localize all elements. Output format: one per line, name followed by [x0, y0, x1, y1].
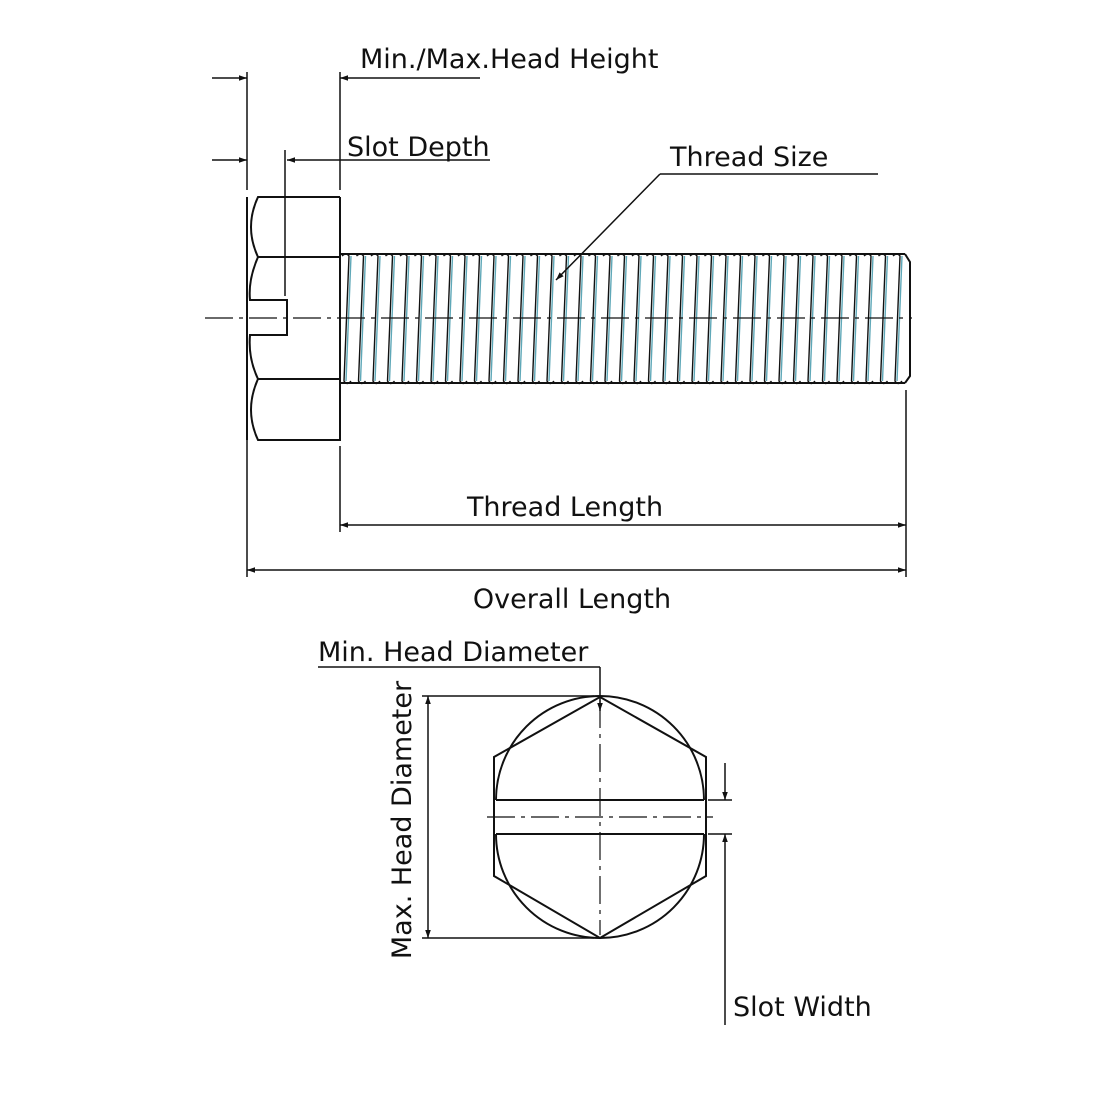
min-head-diameter-label: Min. Head Diameter: [318, 637, 589, 668]
screw-thread: [340, 253, 911, 385]
thread-length-label: Thread Length: [466, 492, 663, 523]
screw-head-end-view: [487, 695, 713, 940]
thread-highlight: [374, 255, 381, 382]
thread-highlight: [417, 255, 425, 382]
thread-crest: [892, 253, 903, 385]
end-view-dimensions: [318, 666, 732, 1025]
thread-crest: [805, 253, 816, 385]
thread-size-label: Thread Size: [669, 142, 828, 173]
screw-head-side: [246, 196, 341, 441]
thread-highlight: [504, 255, 512, 382]
overall-length-label: Overall Length: [473, 584, 671, 615]
thread-crest: [370, 253, 381, 385]
slot-width-label: Slot Width: [733, 992, 872, 1023]
max-head-diameter-label: Max. Head Diameter: [387, 680, 418, 959]
thread-highlight: [548, 255, 555, 382]
thread-crest: [849, 253, 860, 385]
thread-highlight: [461, 255, 468, 382]
head-height-dimension: [212, 72, 878, 296]
slot-depth-label: Slot Depth: [347, 132, 490, 163]
length-dimensions: [246, 390, 907, 577]
head-height-label: Min./Max.Head Height: [360, 44, 658, 75]
